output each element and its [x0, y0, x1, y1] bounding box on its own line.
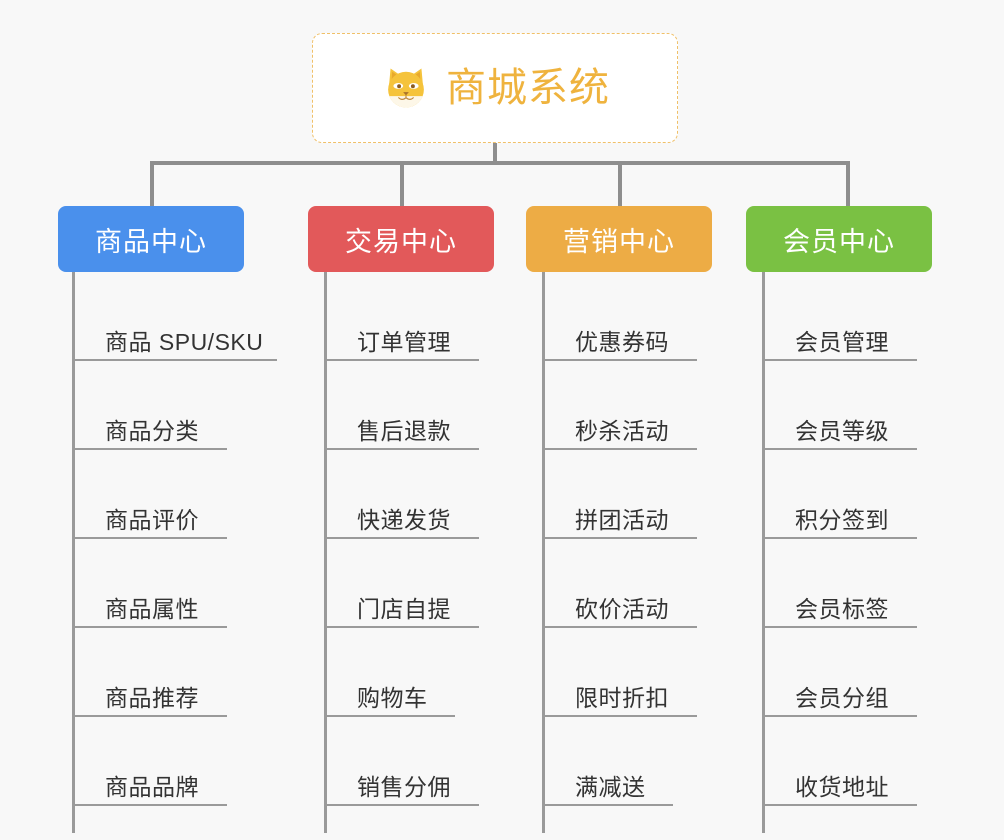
- connector-drop-2: [400, 161, 404, 207]
- category-header-trade-center[interactable]: 交易中心: [308, 206, 494, 272]
- leaf-item-label: 会员等级: [795, 417, 889, 444]
- root-node: 商城系统: [312, 33, 678, 143]
- leaf-spine: [72, 272, 75, 833]
- leaf-item-label: 收货地址: [795, 773, 889, 800]
- leaf-item-label: 会员管理: [795, 328, 889, 355]
- leaf-item-label: 砍价活动: [575, 595, 669, 622]
- leaf-item[interactable]: 售后退款: [324, 361, 479, 450]
- leaf-item[interactable]: 会员标签: [762, 539, 917, 628]
- leaf-item[interactable]: 购物车: [324, 628, 455, 717]
- leaf-item-label: 销售分佣: [357, 773, 451, 800]
- leaf-item[interactable]: 订单管理: [324, 272, 479, 361]
- leaf-item-label: 订单管理: [357, 328, 451, 355]
- leaf-item[interactable]: 商品分类: [72, 361, 227, 450]
- leaf-item[interactable]: 商品推荐: [72, 628, 227, 717]
- leaf-item-label: 商品评价: [105, 506, 199, 533]
- connector-drop-3: [618, 161, 622, 207]
- leaf-item-label: 商品推荐: [105, 684, 199, 711]
- leaf-item[interactable]: 会员管理: [762, 272, 917, 361]
- category-header-member-center[interactable]: 会员中心: [746, 206, 932, 272]
- leaf-item[interactable]: 商品 SPU/SKU: [72, 272, 277, 361]
- root-title: 商城系统: [446, 66, 610, 110]
- leaf-item[interactable]: 满减送: [542, 717, 673, 806]
- category-header-product-center[interactable]: 商品中心: [58, 206, 244, 272]
- shiba-dog-face-icon: [380, 62, 432, 114]
- leaf-item[interactable]: 快递发货: [324, 450, 479, 539]
- connector-horizontal-bus: [150, 161, 850, 165]
- category-header-label: 交易中心: [345, 226, 457, 257]
- leaf-item-label: 拼团活动: [575, 506, 669, 533]
- category-header-marketing-center[interactable]: 营销中心: [526, 206, 712, 272]
- leaf-item-label: 优惠券码: [575, 328, 669, 355]
- leaf-item-label: 秒杀活动: [575, 417, 669, 444]
- leaf-item-label: 购物车: [357, 684, 428, 711]
- connector-drop-1: [150, 161, 154, 207]
- leaf-item[interactable]: 收货地址: [762, 717, 917, 806]
- leaf-item-label: 门店自提: [357, 595, 451, 622]
- leaf-item[interactable]: 会员等级: [762, 361, 917, 450]
- category-header-label: 商品中心: [95, 226, 207, 257]
- category-header-label: 会员中心: [783, 226, 895, 257]
- leaf-item[interactable]: 拼团活动: [542, 450, 697, 539]
- leaf-item[interactable]: 商品评价: [72, 450, 227, 539]
- leaf-item-label: 售后退款: [357, 417, 451, 444]
- leaf-spine: [762, 272, 765, 833]
- leaf-item[interactable]: 销售分佣: [324, 717, 479, 806]
- connector-root-stem: [493, 143, 497, 164]
- leaf-item[interactable]: 秒杀活动: [542, 361, 697, 450]
- leaf-item-label: 商品 SPU/SKU: [105, 328, 264, 355]
- leaf-item[interactable]: 积分签到: [762, 450, 917, 539]
- leaf-item-label: 限时折扣: [575, 684, 669, 711]
- leaf-item[interactable]: 砍价活动: [542, 539, 697, 628]
- leaf-item-label: 商品属性: [105, 595, 199, 622]
- leaf-item[interactable]: 限时折扣: [542, 628, 697, 717]
- leaf-item-label: 会员分组: [795, 684, 889, 711]
- leaf-item[interactable]: 会员分组: [762, 628, 917, 717]
- leaf-item[interactable]: 商品属性: [72, 539, 227, 628]
- leaf-item-label: 商品品牌: [105, 773, 199, 800]
- leaf-item-label: 会员标签: [795, 595, 889, 622]
- leaf-spine: [324, 272, 327, 833]
- leaf-item-label: 积分签到: [795, 506, 889, 533]
- leaf-item[interactable]: 门店自提: [324, 539, 479, 628]
- leaf-item[interactable]: 优惠券码: [542, 272, 697, 361]
- leaf-spine: [542, 272, 545, 833]
- category-header-label: 营销中心: [563, 226, 675, 257]
- leaf-item-label: 满减送: [575, 773, 646, 800]
- connector-drop-4: [846, 161, 850, 207]
- leaf-item[interactable]: 商品品牌: [72, 717, 227, 806]
- leaf-item-label: 商品分类: [105, 417, 199, 444]
- leaf-item-label: 快递发货: [357, 506, 451, 533]
